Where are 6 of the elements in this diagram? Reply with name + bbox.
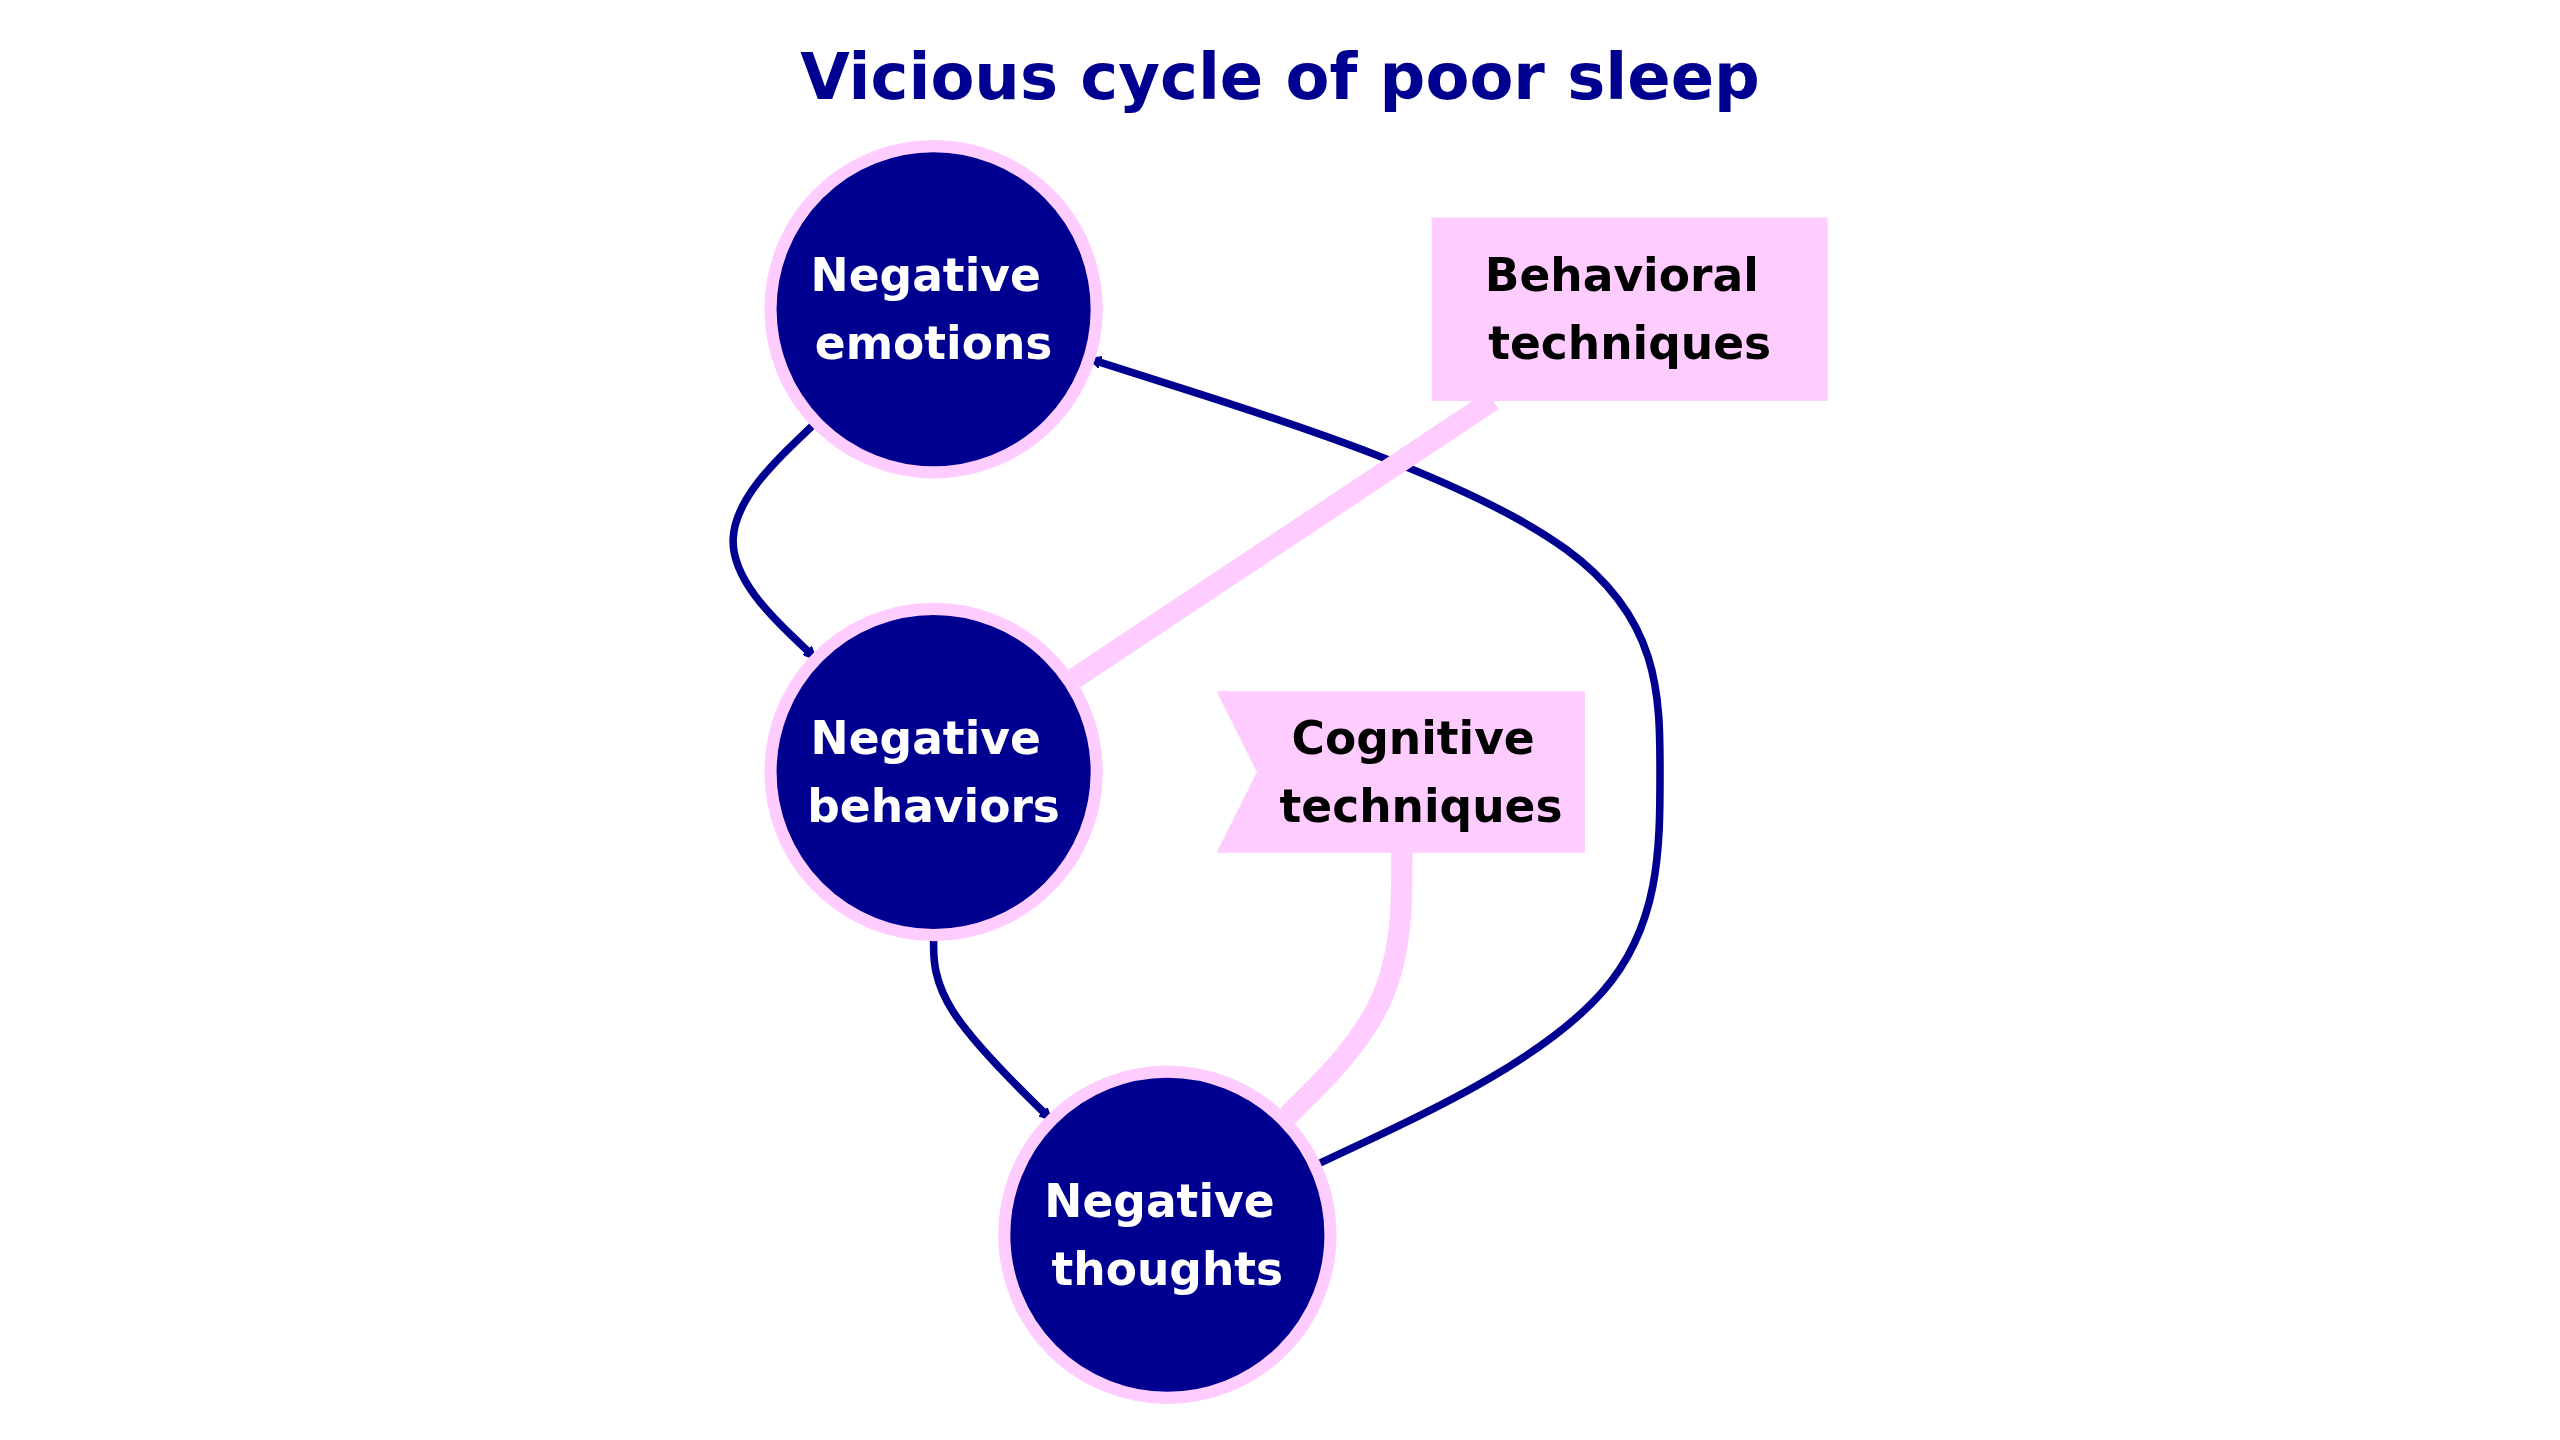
node-circle: Negative emotions	[764, 140, 1103, 479]
node-box: Behavioral techniques	[1431, 217, 1828, 402]
arrow	[1280, 852, 1413, 1124]
node-circle: Negative behaviors	[764, 602, 1103, 942]
diagram-title: Vicious cycle of poor sleep	[800, 40, 1760, 114]
node-circle: Negative thoughts	[998, 1065, 1337, 1404]
